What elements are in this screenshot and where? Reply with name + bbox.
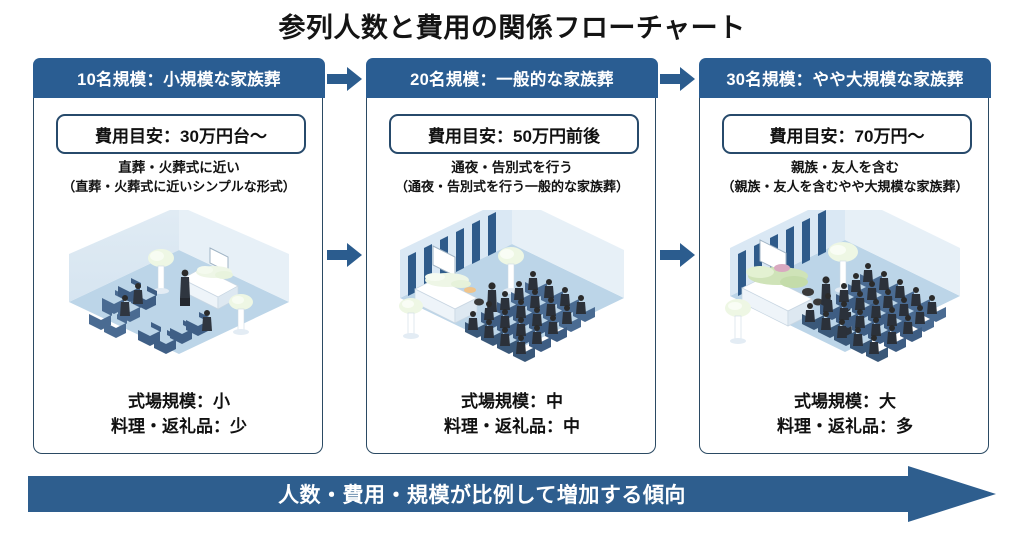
description-main: 通夜・告別式を行う [451,160,573,175]
panel-body-large: 費用目安：70万円～ 親族・友人を含む （親族・友人を含むやや大規模な家族葬） [699,98,989,454]
panel-header-label: 10名規模：小規模な家族葬 [77,71,281,89]
panel-scale-labels: 式場規模：小 料理・返礼品：少 [40,389,318,439]
cost-estimate-box: 費用目安：50万円前後 [389,114,639,154]
arrow-right-icon [660,66,696,92]
panel-description: 親族・友人を含む （親族・友人を含むやや大規模な家族葬） [706,158,984,196]
panel-header-medium: 20名規模：一般的な家族葬 [366,58,658,98]
arrow-right-icon [660,242,696,268]
panel-header-large: 30名規模：やや大規模な家族葬 [699,58,991,98]
arrow-right-icon [327,242,363,268]
trend-banner-arrow-icon [28,466,996,522]
description-sub: （通夜・告別式を行う一般的な家族葬） [394,179,629,194]
panel-description: 通夜・告別式を行う （通夜・告別式を行う一般的な家族葬） [373,158,651,196]
page-title: 参列人数と費用の関係フローチャート [278,13,746,43]
panel-large-scale: 30名規模：やや大規模な家族葬 費用目安：70万円～ 親族・友人を含む （親族・… [699,58,991,456]
description-sub: （直葬・火葬式に近いシンプルな形式） [62,179,296,194]
panel-medium-scale: 20名規模：一般的な家族葬 費用目安：50万円前後 通夜・告別式を行う （通夜・… [366,58,658,456]
funeral-hall-large-icon [708,210,982,380]
panel-description: 直葬・火葬式に近い （直葬・火葬式に近いシンプルな形式） [40,158,318,196]
description-main: 親族・友人を含む [791,160,899,175]
panel-body-small: 費用目安：30万円台～ 直葬・火葬式に近い （直葬・火葬式に近いシンプルな形式） [33,98,323,454]
venue-scale-label: 式場規模：大 [794,392,896,411]
catering-scale-label: 料理・返礼品：中 [444,417,580,436]
cost-estimate-box: 費用目安：70万円～ [722,114,972,154]
panel-scale-labels: 式場規模：大 料理・返礼品：多 [706,389,984,439]
catering-scale-label: 料理・返礼品：多 [777,417,913,436]
cost-estimate-label: 費用目安：70万円～ [769,126,925,146]
description-sub: （親族・友人を含むやや大規模な家族葬） [721,179,969,194]
description-main: 直葬・火葬式に近い [118,160,240,175]
funeral-hall-medium-icon [375,210,649,380]
venue-scale-label: 式場規模：中 [461,392,563,411]
cost-estimate-label: 費用目安：50万円前後 [428,126,600,146]
venue-scale-label: 式場規模：小 [128,392,230,411]
panel-scale-labels: 式場規模：中 料理・返礼品：中 [373,389,651,439]
catering-scale-label: 料理・返礼品：少 [111,417,247,436]
funeral-hall-small-icon [42,210,316,380]
cost-estimate-label: 費用目安：30万円台～ [95,126,267,146]
panel-header-label: 20名規模：一般的な家族葬 [410,71,614,89]
panel-small-scale: 10名規模：小規模な家族葬 費用目安：30万円台～ 直葬・火葬式に近い （直葬・… [33,58,325,456]
panel-header-label: 30名規模：やや大規模な家族葬 [726,71,964,89]
panel-header-small: 10名規模：小規模な家族葬 [33,58,325,98]
cost-estimate-box: 費用目安：30万円台～ [56,114,306,154]
panel-body-medium: 費用目安：50万円前後 通夜・告別式を行う （通夜・告別式を行う一般的な家族葬） [366,98,656,454]
arrow-right-icon [327,66,363,92]
